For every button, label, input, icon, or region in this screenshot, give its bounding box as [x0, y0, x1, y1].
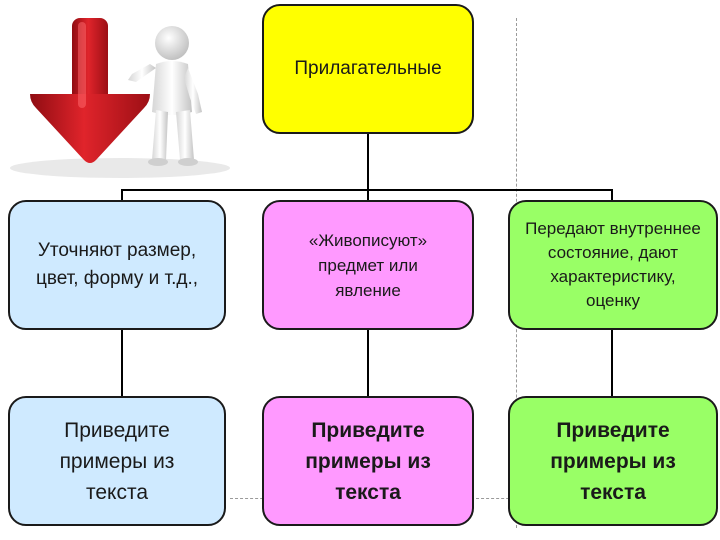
connector-col2-mid — [367, 329, 369, 396]
node-describe-size-color-label: Уточняют размер, цвет, форму и т.д., — [35, 240, 199, 289]
arrow-person-illustration — [10, 18, 230, 178]
node-depict-object-label: «Живописуют» предмет или явление — [308, 230, 428, 300]
examples-box-1: Приведите примеры из текста — [8, 396, 226, 526]
examples-box-2: Приведите примеры из текста — [262, 396, 474, 526]
connector-root-stem — [367, 134, 369, 190]
connector-col3-top — [611, 189, 613, 201]
examples-box-2-label: Приведите примеры из текста — [305, 418, 431, 504]
root-label: Прилагательные — [294, 58, 442, 79]
connector-col1-top — [121, 189, 123, 201]
root-node: Прилагательные — [262, 4, 474, 134]
examples-box-3-label: Приведите примеры из текста — [550, 418, 676, 504]
connector-col1-mid — [121, 329, 123, 396]
node-inner-state-label: Передают внутреннее состояние, дают хара… — [525, 219, 701, 310]
connector-col3-mid — [611, 329, 613, 396]
node-inner-state: Передают внутреннее состояние, дают хара… — [508, 200, 718, 330]
node-describe-size-color: Уточняют размер, цвет, форму и т.д., — [8, 200, 226, 330]
examples-box-3: Приведите примеры из текста — [508, 396, 718, 526]
white-3d-person-icon — [128, 26, 202, 166]
examples-box-1-label: Приведите примеры из текста — [59, 418, 175, 504]
node-depict-object: «Живописуют» предмет или явление — [262, 200, 474, 330]
red-down-arrow-icon — [30, 18, 150, 163]
connector-col2-top — [367, 189, 369, 201]
